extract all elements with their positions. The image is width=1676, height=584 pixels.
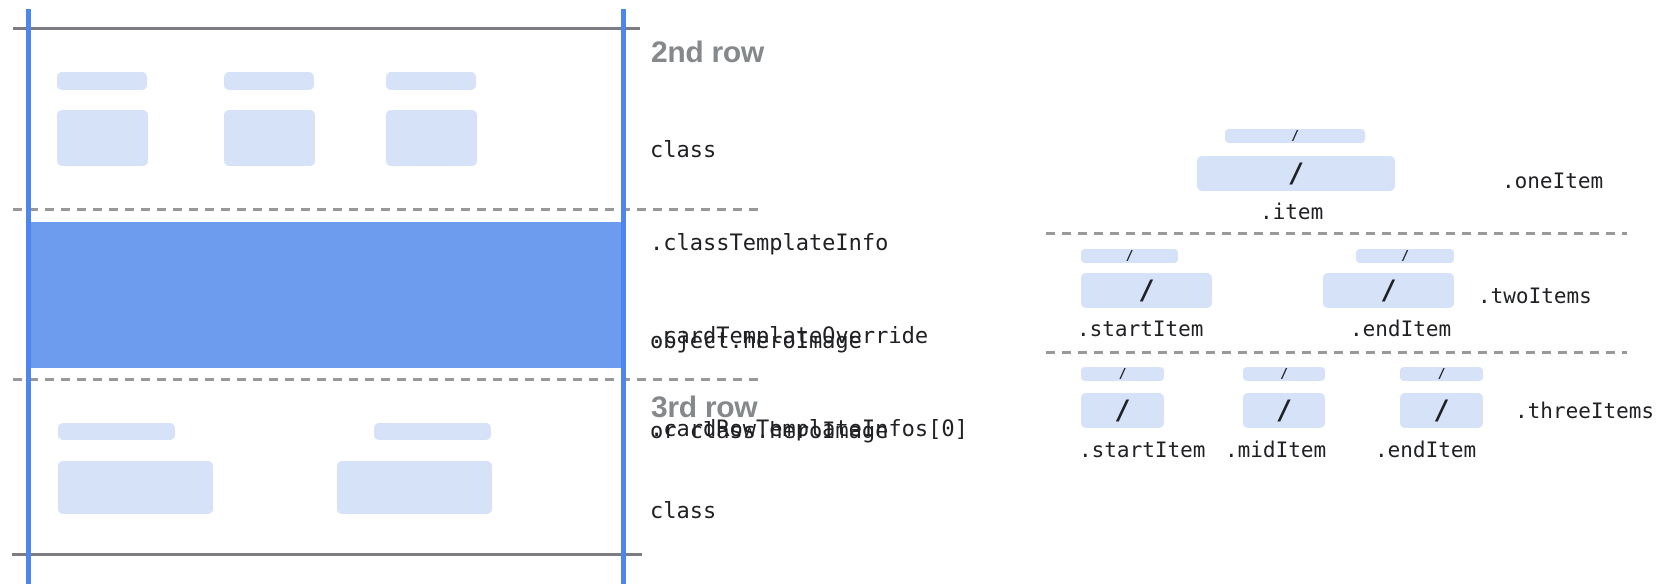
slash-placeholder: / — [1437, 366, 1446, 382]
row2-item3-value-placeholder — [386, 110, 477, 166]
card-row-divider-dashed-lower — [13, 378, 760, 381]
row2-item2-value-placeholder — [224, 110, 315, 166]
twoitems-startitem-label-bar: / — [1081, 249, 1178, 263]
slash-placeholder: / — [1401, 248, 1409, 264]
card-right-edge-line — [621, 9, 626, 584]
twoitems-row-label: .twoItems — [1478, 284, 1592, 308]
slash-placeholder: / — [1433, 395, 1450, 426]
slash-placeholder: / — [1287, 158, 1305, 189]
threeitems-miditem-label-bar: / — [1243, 367, 1325, 381]
card-left-edge-line — [26, 9, 31, 584]
diagram-divider-dashed-upper — [1046, 232, 1627, 235]
oneitem-item-value-bar: / — [1197, 156, 1395, 191]
row2-item3-label-placeholder — [386, 72, 476, 90]
row3-code-line1: class — [650, 499, 717, 524]
row3-enditem-value-placeholder — [337, 461, 492, 514]
row2-code-path: class .classTemplateInfo .cardTemplateOv… — [650, 73, 968, 507]
threeitems-enditem-value-bar: / — [1400, 393, 1483, 428]
slash-placeholder: / — [1280, 366, 1288, 382]
row2-item1-label-placeholder — [57, 72, 147, 90]
row2-heading: 2nd row — [651, 36, 764, 69]
threeitems-startitem-label-bar: / — [1081, 367, 1164, 381]
threeitems-miditem-label: .midItem — [1225, 438, 1327, 462]
row2-code-line2: .classTemplateInfo — [650, 231, 889, 256]
row2-code-line3: .cardTemplateOverride — [650, 324, 929, 349]
row3-startitem-value-placeholder — [58, 461, 213, 514]
oneitem-item-label: .item — [1260, 200, 1324, 224]
oneitem-row-label: .oneItem — [1502, 169, 1604, 193]
row3-heading: 3rd row — [651, 391, 758, 424]
twoitems-startitem-value-bar: / — [1081, 273, 1212, 308]
slash-placeholder: / — [1138, 275, 1155, 306]
threeitems-startitem-value-bar: / — [1081, 393, 1164, 428]
oneitem-item-label-bar: / — [1225, 129, 1365, 143]
row3-enditem-label-placeholder — [374, 423, 491, 440]
twoitems-enditem-label-bar: / — [1356, 249, 1454, 263]
row2-item2-label-placeholder — [224, 72, 314, 90]
twoitems-startitem-label: .startItem — [1077, 317, 1204, 341]
slash-placeholder: / — [1118, 366, 1127, 382]
threeitems-enditem-label-bar: / — [1400, 367, 1483, 381]
slash-placeholder: / — [1125, 248, 1134, 264]
hero-code-line2: or class.heroImage — [650, 419, 889, 444]
row3-startitem-label-placeholder — [58, 423, 175, 440]
row2-code-line4: .cardRowTemplateInfos[0] — [650, 417, 968, 442]
diagram-divider-dashed-lower — [1046, 351, 1627, 354]
card-row-divider-dashed-upper — [13, 208, 760, 211]
slash-placeholder: / — [1114, 395, 1131, 426]
row3-code-path: class .classTemplateInfo .cardTemplateOv… — [650, 437, 968, 584]
twoitems-enditem-label: .endItem — [1350, 317, 1452, 341]
threeitems-row-label: .threeItems — [1515, 399, 1655, 423]
hero-image-band — [28, 222, 624, 368]
hero-code-line1: object.heroImage — [650, 329, 862, 354]
twoitems-enditem-value-bar: / — [1323, 273, 1454, 308]
row2-item1-value-placeholder — [57, 110, 148, 166]
card-bottom-border-line — [12, 553, 642, 556]
slash-placeholder: / — [1380, 275, 1397, 306]
hero-image-code-path: object.heroImage or class.heroImage — [650, 267, 888, 507]
row2-code-line1: class — [650, 138, 717, 163]
threeitems-enditem-label: .endItem — [1375, 438, 1477, 462]
slash-placeholder: / — [1291, 128, 1299, 144]
card-top-border-line — [13, 27, 640, 30]
threeitems-miditem-value-bar: / — [1243, 393, 1325, 428]
slash-placeholder: / — [1275, 395, 1293, 426]
threeitems-startitem-label: .startItem — [1079, 438, 1206, 462]
